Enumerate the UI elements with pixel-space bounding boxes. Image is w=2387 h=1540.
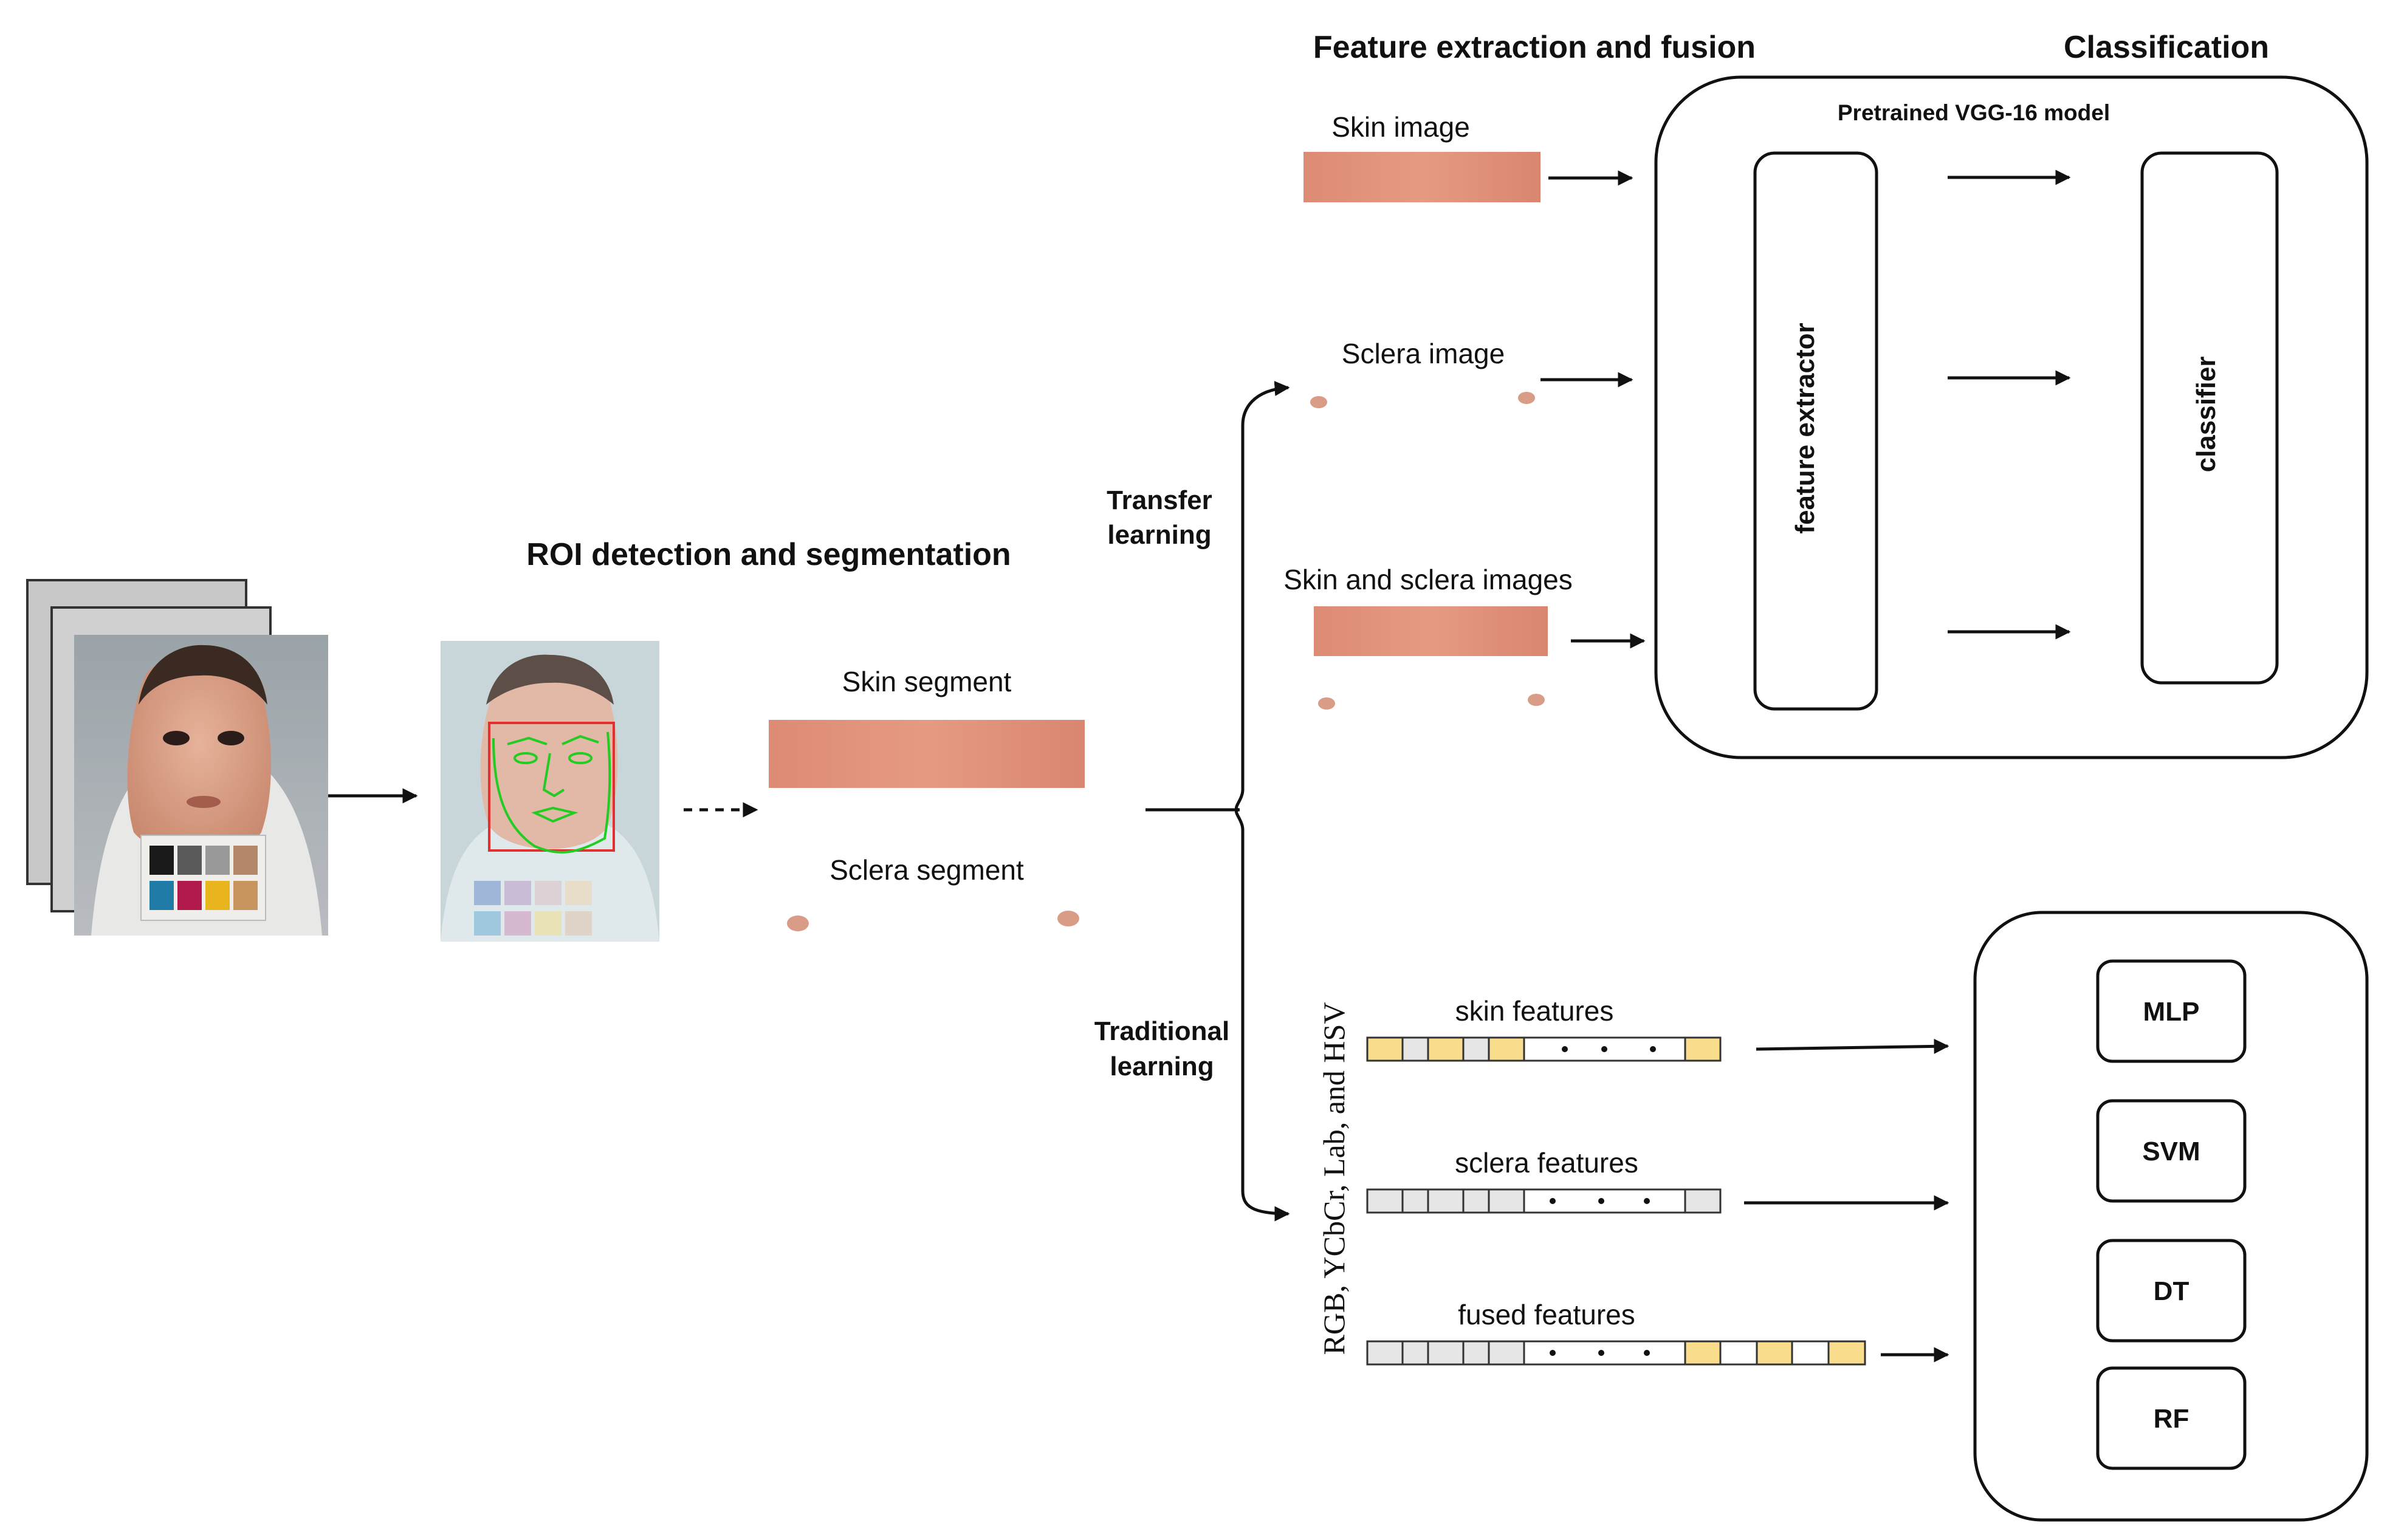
label-skin-segment: Skin segment <box>842 666 1012 697</box>
sclera-image-strip <box>1310 392 1535 408</box>
label-fused-features: fused features <box>1458 1299 1635 1330</box>
label-skin-features: skin features <box>1455 995 1614 1027</box>
label-transfer-learning-1: Transfer <box>1107 485 1212 515</box>
sclera-feature-vector <box>1366 1188 1722 1214</box>
classifier-label-mlp: MLP <box>2143 997 2200 1027</box>
classifier-box <box>2140 151 2279 685</box>
classifier-label-rf: RF <box>2154 1404 2190 1434</box>
skin-feature-vector <box>1366 1036 1722 1062</box>
face-landmark-mesh <box>492 731 611 854</box>
branch-brace <box>1145 381 1290 1222</box>
classifier-box-rf <box>2096 1366 2247 1470</box>
label-color-spaces: RGB, YCbCr, Lab, and HSV <box>1317 1002 1351 1355</box>
label-classifier: classifier <box>2191 357 2221 473</box>
combined-skin-strip <box>1314 606 1548 656</box>
arrow-skin-features <box>1756 1038 1949 1054</box>
label-transfer-learning-2: learning <box>1107 520 1211 550</box>
heading-roi: ROI detection and segmentation <box>526 537 1011 572</box>
combined-sclera-strip <box>1318 694 1545 710</box>
classifier-label-svm: SVM <box>2142 1137 2200 1166</box>
classifier-box-dt <box>2096 1239 2247 1343</box>
label-traditional-learning-1: Traditional <box>1094 1016 1229 1046</box>
label-sclera-features: sclera features <box>1455 1147 1638 1179</box>
label-traditional-learning-2: learning <box>1110 1052 1214 1081</box>
label-skin-image: Skin image <box>1331 111 1470 143</box>
sclera-vector-ellipsis <box>1550 1198 1650 1204</box>
feature-extractor-box <box>1753 151 1878 711</box>
label-sclera-image: Sclera image <box>1342 338 1505 369</box>
detected-face-photo <box>441 641 659 942</box>
label-pretrained-vgg16: Pretrained VGG-16 model <box>1838 100 2110 125</box>
skin-vector-ellipsis <box>1562 1046 1656 1052</box>
classifier-label-dt: DT <box>2154 1276 2190 1306</box>
label-sclera-segment: Sclera segment <box>829 854 1024 886</box>
classifier-box-mlp <box>2096 959 2247 1063</box>
label-feature-extractor: feature extractor <box>1790 323 1820 533</box>
heading-classification: Classification <box>2064 30 2269 65</box>
classifier-box-svm <box>2096 1099 2247 1203</box>
newborn-photo <box>74 635 328 936</box>
label-skin-and-sclera-images: Skin and sclera images <box>1283 564 1573 595</box>
input-image-stack <box>26 579 328 936</box>
fused-vector-ellipsis <box>1550 1350 1650 1356</box>
traditional-classifiers-container <box>1973 911 2369 1522</box>
heading-feature-extraction: Feature extraction and fusion <box>1313 30 1756 65</box>
sclera-segment-strip <box>787 911 1079 931</box>
skin-segment-strip <box>769 720 1085 788</box>
fused-feature-vector <box>1366 1340 1866 1366</box>
skin-image-strip <box>1303 152 1540 202</box>
